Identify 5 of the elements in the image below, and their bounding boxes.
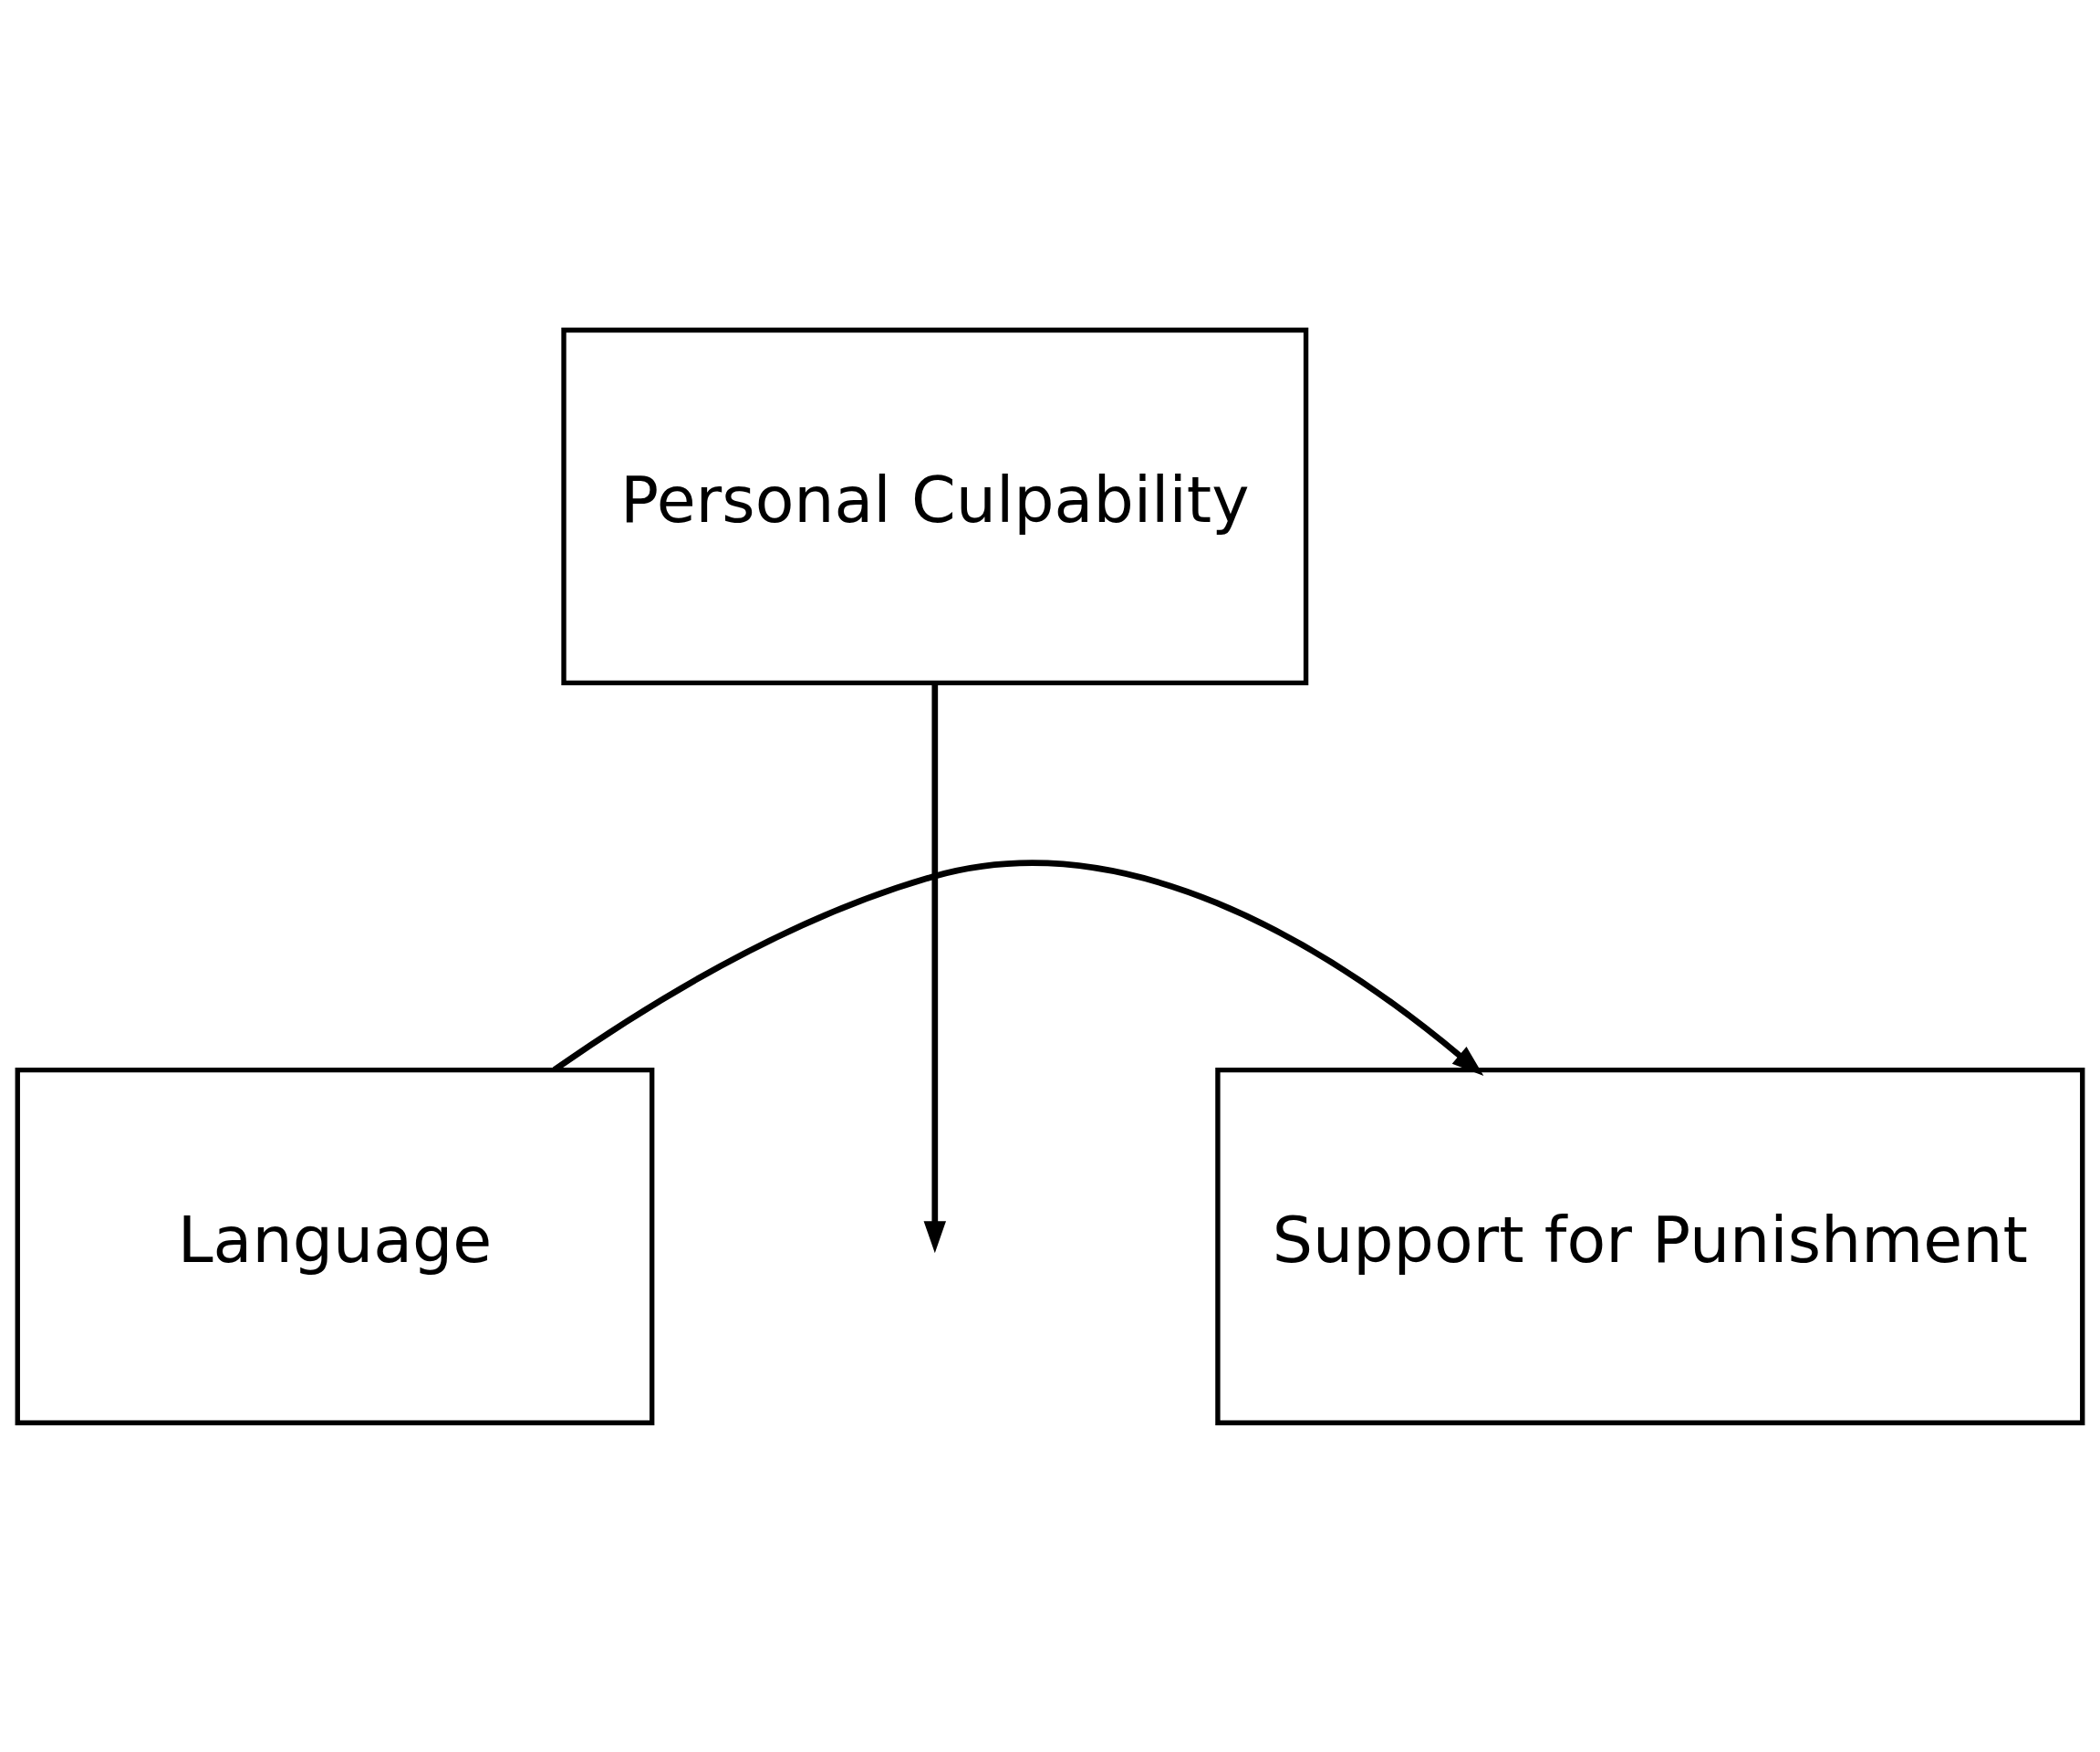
arrow bbox=[552, 860, 1484, 1076]
arrow bbox=[923, 683, 947, 1253]
node-box: Language bbox=[15, 1067, 655, 1425]
node-box: Personal Culpability bbox=[561, 327, 1309, 685]
node-box: Support for Punishment bbox=[1215, 1067, 2085, 1425]
